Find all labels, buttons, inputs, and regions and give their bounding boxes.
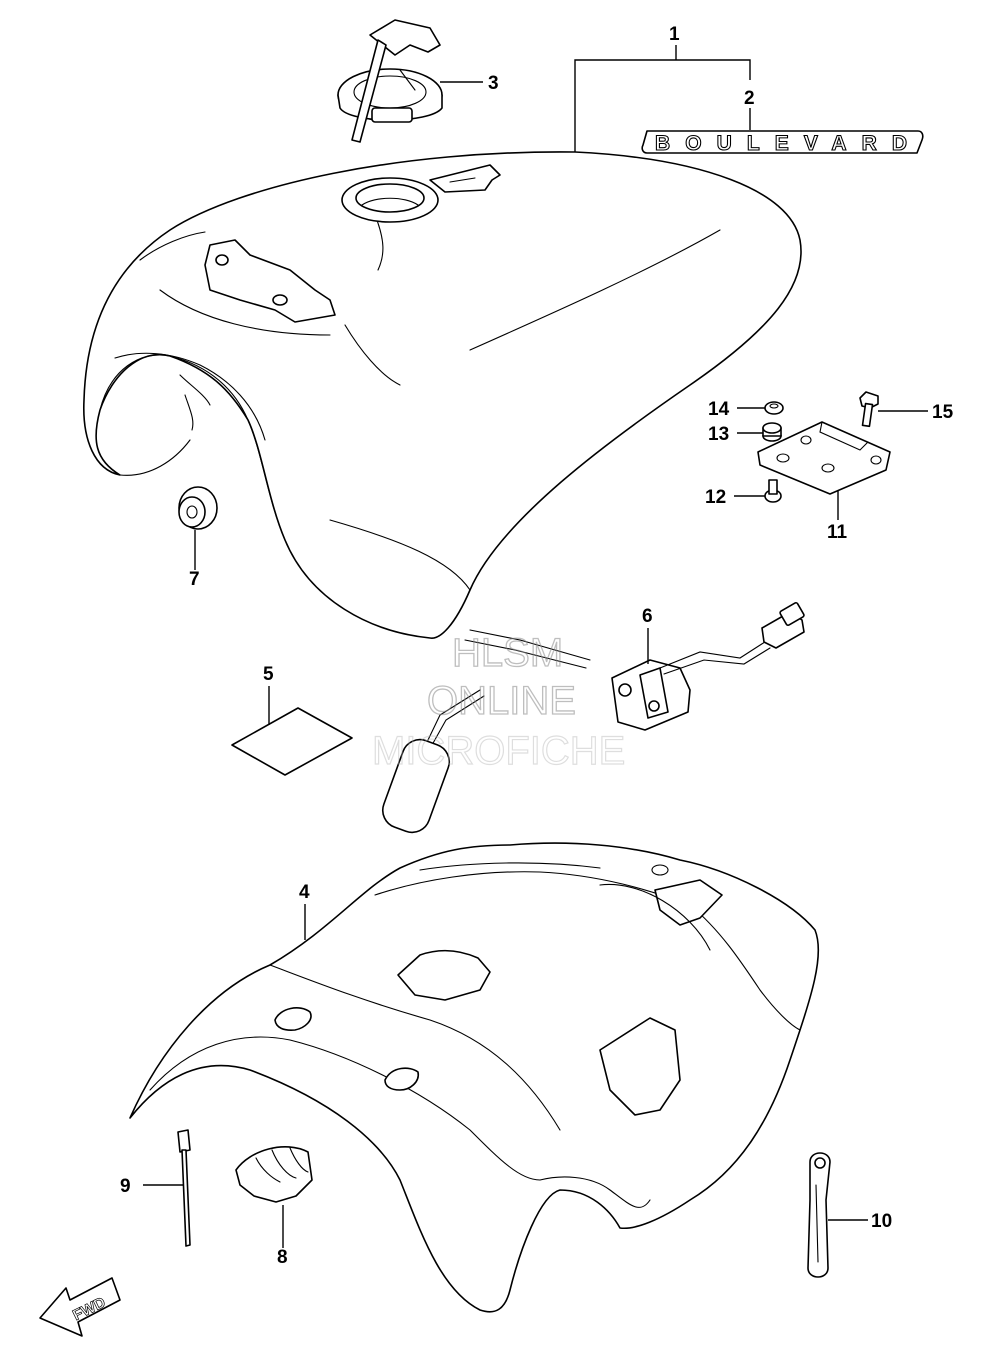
callout-8: 8 [277, 1247, 288, 1268]
pad [231, 707, 353, 776]
callout-labels: 1 2 3 4 5 6 7 8 9 10 11 12 13 14 15 [120, 24, 954, 1268]
callout-9: 9 [120, 1176, 131, 1197]
fuel-cap [337, 19, 443, 143]
callout-6: 6 [642, 606, 653, 627]
cable-tie [177, 1129, 191, 1247]
fuel-tank [83, 151, 802, 639]
collar-14 [764, 401, 784, 415]
watermark: HLSM ONLINE MICROFICHE [371, 630, 626, 773]
callout-14: 14 [708, 399, 730, 420]
callout-13: 13 [708, 424, 729, 445]
callout-15: 15 [932, 402, 954, 423]
fwd-direction-arrow: FWD [39, 1277, 121, 1337]
watermark-line-3: MICROFICHE [372, 729, 625, 773]
emblem-text: BOULEVARD [655, 132, 910, 155]
callout-10: 10 [871, 1211, 892, 1232]
callout-7: 7 [189, 569, 200, 590]
callout-11: 11 [827, 522, 848, 543]
watermark-line-1: HLSM [452, 631, 563, 675]
callout-3: 3 [488, 73, 499, 94]
band [807, 1152, 831, 1278]
tank-rubber [178, 486, 218, 530]
bolt-12 [764, 479, 782, 503]
cushion-13 [762, 422, 782, 442]
callout-5: 5 [263, 664, 274, 685]
leader-lines [143, 45, 928, 1248]
callout-1: 1 [669, 24, 680, 45]
emblem: BOULEVARD [641, 130, 924, 156]
tank-bracket [757, 421, 891, 495]
bolt-15 [859, 391, 879, 428]
watermark-line-2: ONLINE [427, 679, 576, 723]
callout-2: 2 [744, 88, 755, 109]
callout-12: 12 [705, 487, 726, 508]
hose-protector [235, 1146, 313, 1203]
tank-cover [129, 842, 820, 1313]
fuel-level-gauge [381, 602, 805, 834]
callout-4: 4 [299, 882, 310, 903]
